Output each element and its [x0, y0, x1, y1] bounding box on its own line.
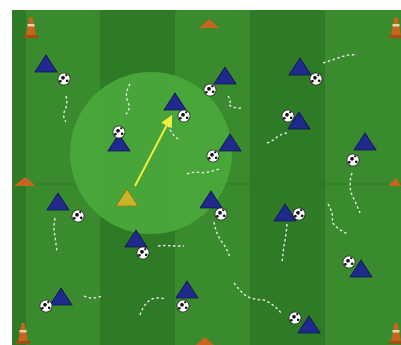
- ball: [347, 154, 359, 166]
- ball: [310, 73, 322, 85]
- ball: [113, 126, 125, 138]
- ball: [293, 208, 305, 220]
- ball: [40, 300, 52, 312]
- ball: [58, 73, 70, 85]
- ball: [72, 210, 84, 222]
- ball: [204, 84, 216, 96]
- ball: [177, 300, 189, 312]
- ball: [343, 256, 355, 268]
- ball: [207, 150, 219, 162]
- ball: [282, 110, 294, 122]
- ball: [289, 312, 301, 324]
- ball: [178, 110, 190, 122]
- ball: [215, 208, 227, 220]
- ball: [137, 247, 149, 259]
